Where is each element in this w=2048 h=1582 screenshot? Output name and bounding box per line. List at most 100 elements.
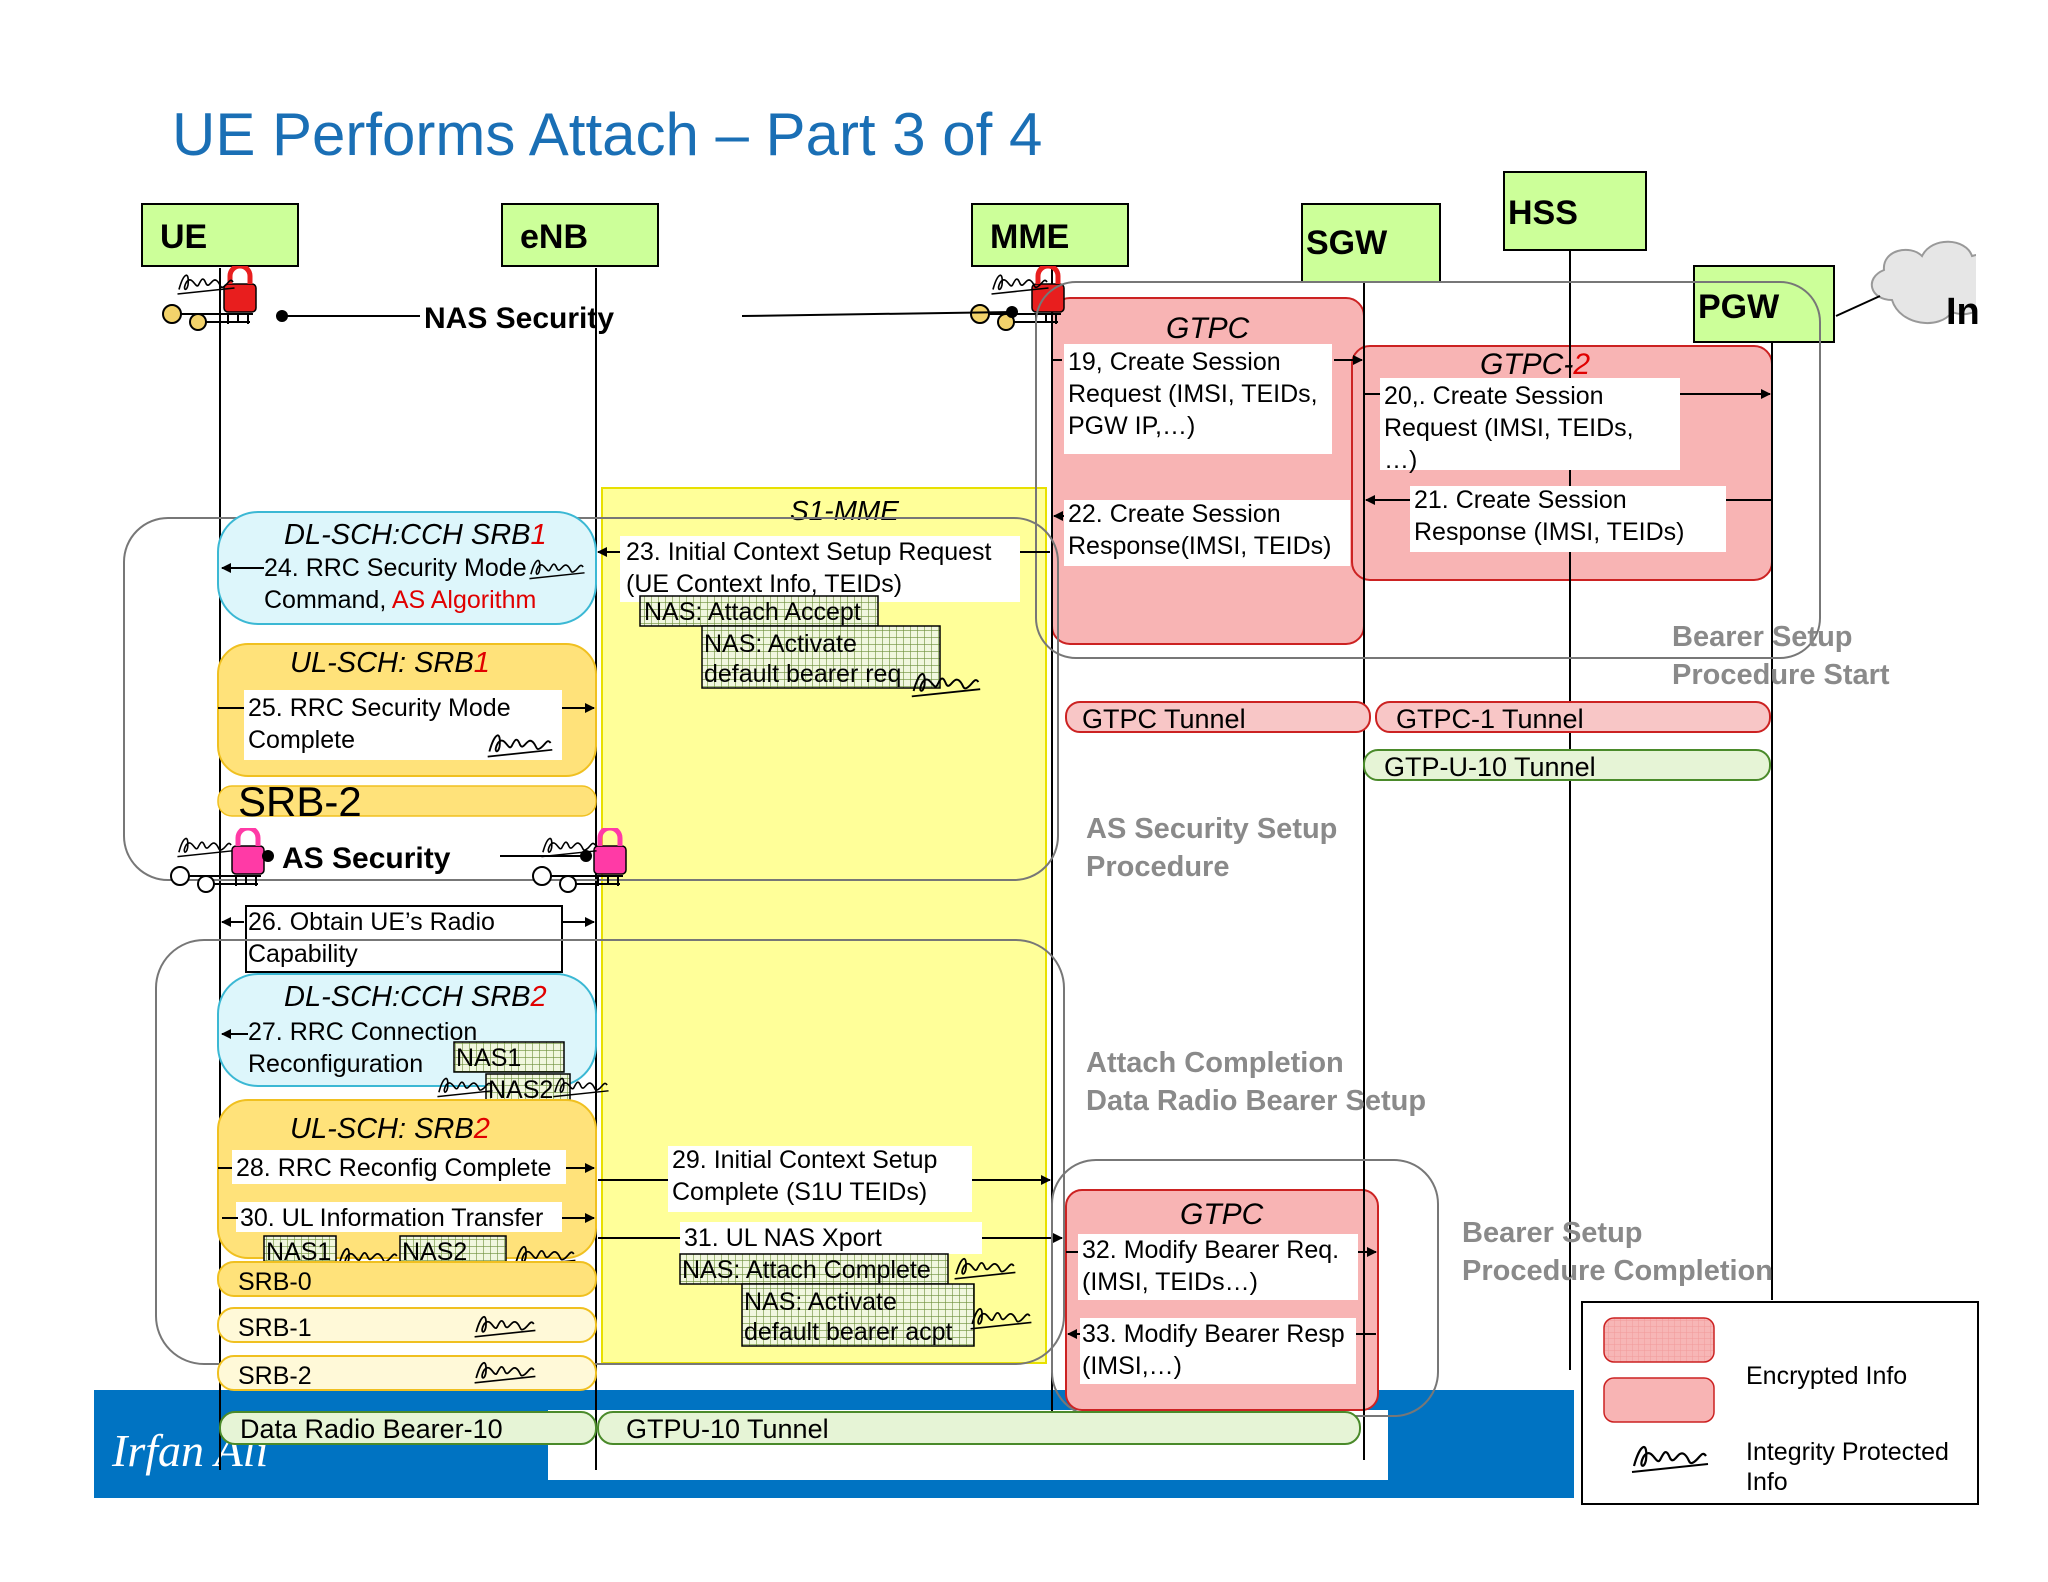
- ue-key-lock-icon: [163, 266, 256, 330]
- dl-srb1-band: [217, 511, 597, 625]
- msg-24-line1: 24. RRC Security Mode: [264, 554, 527, 582]
- legend-encrypted-swatch-1: [1603, 1317, 1715, 1363]
- msg-27-line1: 27. RRC Connection: [248, 1018, 477, 1046]
- msg-33-line1: 33. Modify Bearer Resp: [1082, 1320, 1345, 1348]
- bearer-comp-line2: Procedure Completion: [1462, 1255, 1773, 1287]
- node-enb: [501, 203, 659, 267]
- legend-integrity-line1: Integrity Protected: [1746, 1438, 1949, 1466]
- attach-comp-line1: Attach Completion: [1086, 1047, 1344, 1079]
- node-enb-label: eNB: [520, 218, 588, 256]
- gtpu10-bottom-label: GTPU-10 Tunnel: [626, 1414, 829, 1444]
- node-mme: [971, 203, 1129, 267]
- msg-27-nas1: NAS1: [456, 1044, 521, 1072]
- msg-31-nas2-line1: NAS: Activate: [744, 1288, 897, 1316]
- msg-26-line1: 26. Obtain UE’s Radio: [248, 908, 495, 936]
- gtpc-tunnel-label: GTPC Tunnel: [1082, 704, 1246, 734]
- msg-32-line2: (IMSI, TEIDs…): [1082, 1268, 1258, 1296]
- nas-security-label: NAS Security: [424, 302, 614, 335]
- as-sec-proc-line2: Procedure: [1086, 851, 1229, 883]
- msg-19-line1: 19, Create Session: [1068, 348, 1281, 376]
- msg-29-line2: Complete (S1U TEIDs): [672, 1178, 927, 1206]
- legend-integrity-line2: Info: [1746, 1468, 1788, 1496]
- s1-mme-label: S1-MME: [790, 495, 899, 526]
- msg-23-nas-attach-accept: NAS: Attach Accept: [644, 598, 861, 626]
- msg-31: 31. UL NAS Xport: [684, 1224, 882, 1252]
- msg-25-line2: Complete: [248, 726, 355, 754]
- node-sgw-label: SGW: [1306, 224, 1388, 262]
- msg-32-line1: 32. Modify Bearer Req.: [1082, 1236, 1339, 1264]
- msg-22-line1: 22. Create Session: [1068, 500, 1281, 528]
- node-ue-label: UE: [160, 218, 207, 256]
- legend-encrypted-swatch-2: [1603, 1377, 1715, 1423]
- ul-srb2-label: UL-SCH: SRB2: [290, 1113, 490, 1145]
- msg-19-line3: PGW IP,…): [1068, 412, 1195, 440]
- bearer-start-line2: Procedure Start: [1672, 659, 1890, 691]
- msg-24-line2: Command, AS Algorithm: [264, 586, 536, 614]
- msg-27-line2: Reconfiguration: [248, 1050, 423, 1078]
- msg-31-nas2-line2: default bearer acpt: [744, 1318, 953, 1346]
- srb2-label: SRB-2: [238, 778, 362, 825]
- attach-comp-line2: Data Radio Bearer Setup: [1086, 1085, 1426, 1117]
- attach-completion-frame: [155, 939, 1065, 1365]
- msg-21-line1: 21. Create Session: [1414, 486, 1627, 514]
- gtpc-label: GTPC: [1166, 312, 1250, 345]
- legend-encrypted-label: Encrypted Info: [1746, 1362, 1907, 1390]
- msg-20-line3: …): [1384, 446, 1417, 474]
- dl-srb2-label: DL-SCH:CCH SRB2: [284, 981, 547, 1013]
- gtpu10-tunnel-top: [1363, 749, 1771, 781]
- msg-23-nas2-line2: default bearer req: [704, 660, 901, 688]
- node-sgw: [1301, 203, 1441, 283]
- msg-21-line2: Response (IMSI, TEIDs): [1414, 518, 1684, 546]
- gtpu10-tunnel-top-label: GTP-U-10 Tunnel: [1384, 752, 1596, 782]
- internet-label: In: [1946, 291, 1980, 333]
- msg-19-line2: Request (IMSI, TEIDs,: [1068, 380, 1318, 408]
- as-security-frame: [123, 517, 1059, 881]
- node-mme-label: MME: [990, 218, 1069, 256]
- node-pgw-label: PGW: [1698, 288, 1780, 326]
- bearer-comp-line1: Bearer Setup: [1462, 1217, 1643, 1249]
- gtpc1-tunnel-label: GTPC-1 Tunnel: [1396, 704, 1584, 734]
- msg-23-line2: (UE Context Info, TEIDs): [626, 570, 902, 598]
- node-pgw: [1693, 265, 1835, 343]
- ul-srb1-label: UL-SCH: SRB1: [290, 647, 490, 679]
- srb1-label: SRB-1: [238, 1314, 312, 1342]
- msg-20-line2: Request (IMSI, TEIDs,: [1384, 414, 1634, 442]
- msg-31-nas-attach-complete: NAS: Attach Complete: [682, 1256, 931, 1284]
- srb0-band: [217, 1261, 597, 1297]
- drb10-label: Data Radio Bearer-10: [240, 1414, 503, 1444]
- as-sec-proc-line1: AS Security Setup: [1086, 813, 1337, 845]
- msg-26-line2: Capability: [248, 940, 358, 968]
- msg-25-line1: 25. RRC Security Mode: [248, 694, 511, 722]
- gtpu10-tunnel-bottom: [597, 1411, 1361, 1445]
- ue-as-key-lock-icon: [171, 828, 264, 892]
- msg-20-line1: 20,. Create Session: [1384, 382, 1604, 410]
- internet-cloud-icon: [1835, 240, 1994, 325]
- srb2b-band: [217, 1355, 597, 1391]
- signature-icon: [176, 837, 234, 858]
- msg-30: 30. UL Information Transfer: [240, 1204, 543, 1232]
- node-hss: [1503, 171, 1647, 251]
- srb2b-label: SRB-2: [238, 1362, 312, 1390]
- gtpc-lower-label: GTPC: [1180, 1198, 1264, 1231]
- msg-28: 28. RRC Reconfig Complete: [236, 1154, 551, 1182]
- msg-33-line2: (IMSI,…): [1082, 1352, 1182, 1380]
- bearer-start-line1: Bearer Setup: [1672, 621, 1853, 653]
- node-ue: [141, 203, 299, 267]
- bearer-setup-start-frame: [1035, 281, 1821, 659]
- as-security-label: AS Security: [282, 842, 451, 875]
- srb2-band: [217, 785, 597, 817]
- msg-29-line1: 29. Initial Context Setup: [672, 1146, 937, 1174]
- gtpc2-label: GTPC-2: [1480, 348, 1590, 381]
- node-hss-label: HSS: [1508, 194, 1578, 232]
- drb10-tunnel: [219, 1411, 597, 1445]
- srb0-label: SRB-0: [238, 1268, 312, 1296]
- gtpc-tunnel: [1065, 701, 1371, 733]
- mme-key-lock-icon: [971, 266, 1064, 330]
- gtpc1-tunnel: [1375, 701, 1771, 733]
- dl-srb1-label: DL-SCH:CCH SRB1: [284, 519, 547, 551]
- msg-22-line2: Response(IMSI, TEIDs): [1068, 532, 1332, 560]
- page-title: UE Performs Attach – Part 3 of 4: [172, 101, 1042, 168]
- msg-23-line1: 23. Initial Context Setup Request: [626, 538, 992, 566]
- msg-23-nas2-line1: NAS: Activate: [704, 630, 857, 658]
